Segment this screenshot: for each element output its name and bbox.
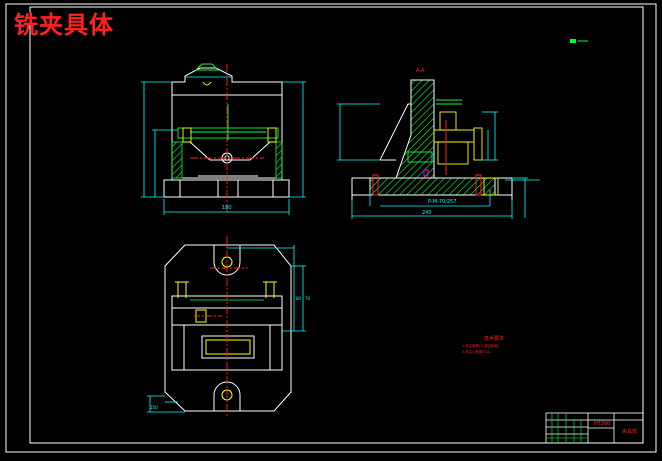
tech-notes-line1: 1.未注倒角C1,锐边倒钝。 (462, 343, 501, 348)
section-view: A-A (337, 68, 540, 219)
layer-marker (570, 39, 588, 43)
plan-right-b-label: 70 (305, 296, 311, 301)
title-block-part-name: 夹具体 (622, 428, 637, 435)
front-view: 180 (141, 63, 306, 215)
plan-left-label: 150 (150, 405, 158, 410)
section-base-label: 240 (422, 210, 432, 216)
tech-notes: 技术要求 1.未注倒角C1,锐边倒钝。 2.未注公差按IT12。 (462, 335, 504, 354)
title-block: HT200 夹具体 (545, 412, 644, 444)
sheet-frame (5, 3, 657, 453)
tech-notes-heading: 技术要求 (484, 335, 504, 342)
front-width-label: 180 (222, 205, 232, 211)
title-block-material: HT200 (594, 421, 610, 427)
plan-view: 150 80 70 (147, 236, 311, 418)
tech-notes-line2: 2.未注公差按IT12。 (462, 349, 493, 354)
section-note-label: P-M-70/257 (428, 199, 456, 205)
plan-right-a-label: 80 (296, 296, 302, 301)
section-label: A-A (416, 68, 425, 74)
drawing-title: 铣夹具体 (14, 11, 114, 39)
